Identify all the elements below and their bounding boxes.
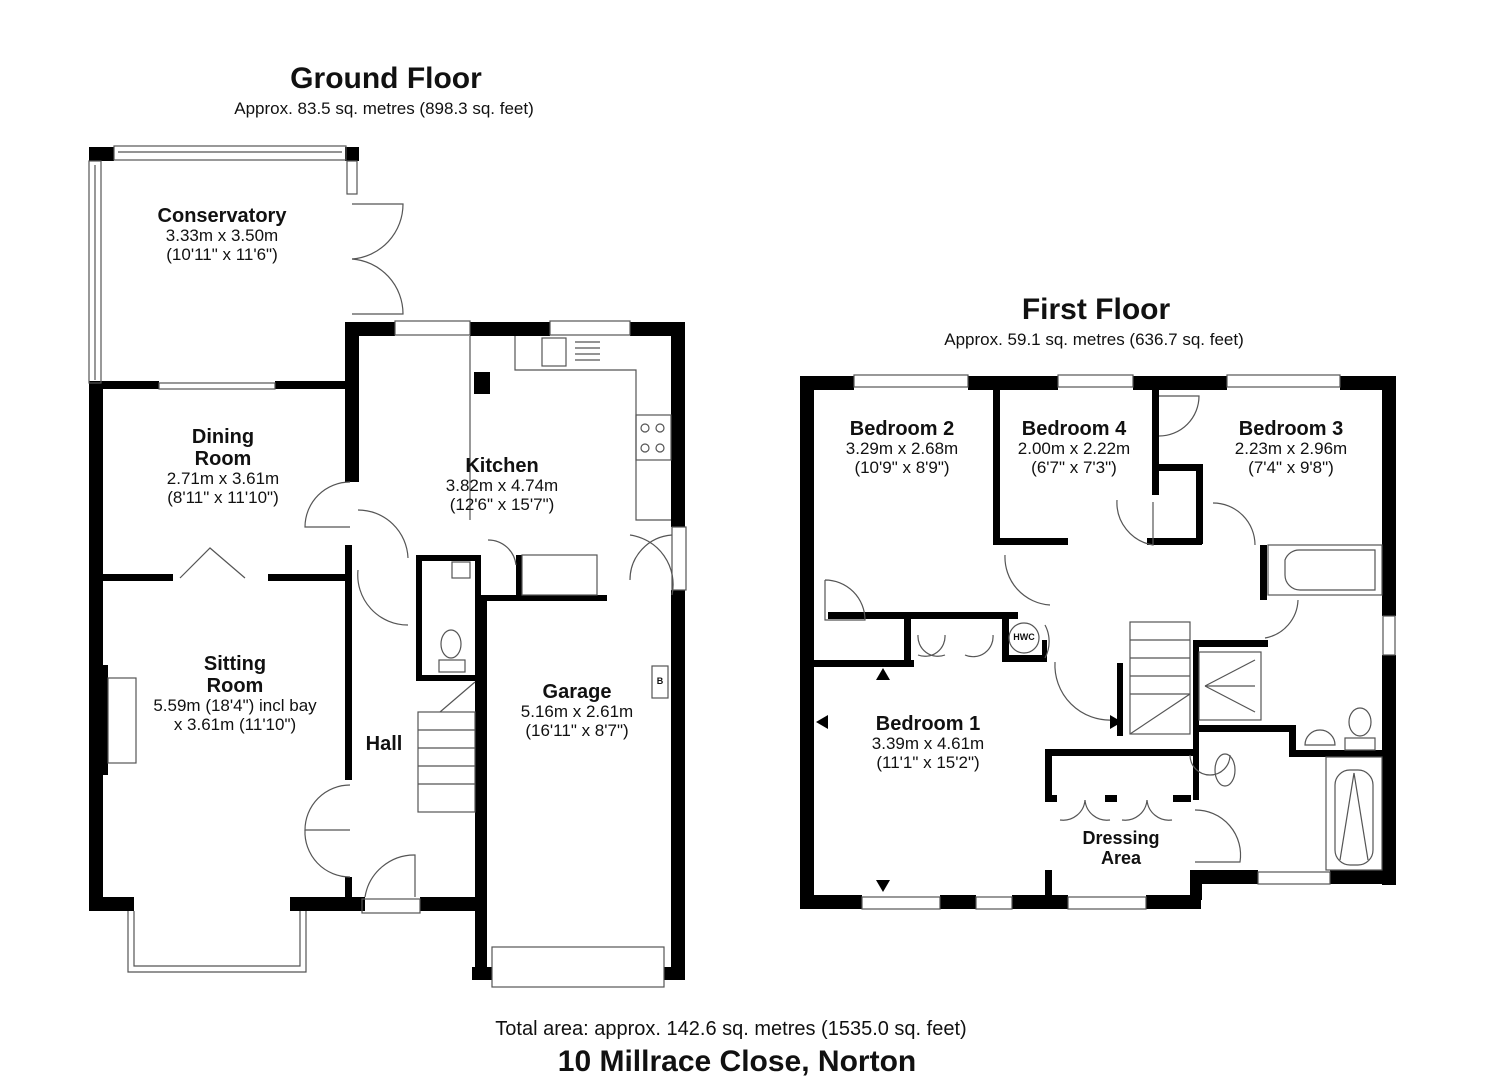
- room-dimensions-length: 5.59m (18'4") incl bay: [153, 696, 317, 715]
- room-dimensions-width: x 3.61m (11'10"): [173, 714, 297, 734]
- room-label-dressing-area: Dressing Area: [1082, 828, 1160, 869]
- room-name: Garage: [542, 681, 612, 703]
- boiler-icon: B: [656, 676, 664, 686]
- room-name: Room: [206, 675, 264, 697]
- room-name: Area: [1100, 847, 1142, 868]
- room-dimensions-metric: 3.33m x 3.50m: [165, 226, 279, 245]
- ground-floor-fixtures: [88, 145, 687, 988]
- room-name: Bedroom 2: [849, 418, 955, 440]
- room-dimensions-metric: 3.82m x 4.74m: [445, 476, 559, 495]
- room-label-conservatory: Conservatory 3.33m x 3.50m (10'11" x 11'…: [158, 205, 287, 264]
- room-dimensions-imperial: (16'11" x 8'7"): [525, 720, 629, 740]
- room-dimensions-metric: 3.39m x 4.61m: [871, 734, 985, 753]
- room-label-dining-room: Dining Room 2.71m x 3.61m (8'11" x 11'10…: [167, 426, 279, 507]
- first-floor-title: First Floor: [1021, 293, 1171, 326]
- room-name: Kitchen: [465, 455, 539, 477]
- room-label-sitting-room: Sitting Room 5.59m (18'4") incl bay x 3.…: [153, 653, 316, 734]
- room-name: Dressing: [1082, 828, 1160, 848]
- first-floor-area: Approx. 59.1 sq. metres (636.7 sq. feet): [944, 330, 1244, 349]
- room-label-bedroom-3: Bedroom 3 2.23m x 2.96m (7'4" x 9'8"): [1235, 418, 1347, 477]
- property-address: 10 Millrace Close, Norton: [557, 1045, 917, 1078]
- total-area: Total area: approx. 142.6 sq. metres (15…: [495, 1018, 967, 1040]
- first-floor-walls: [800, 376, 1396, 909]
- room-dimensions-metric: 5.16m x 2.61m: [520, 702, 634, 721]
- room-dimensions-imperial: (12'6" x 15'7"): [449, 494, 555, 514]
- ground-floor-area: Approx. 83.5 sq. metres (898.3 sq. feet): [234, 99, 534, 118]
- room-label-garage: Garage 5.16m x 2.61m (16'11" x 8'7"): [521, 681, 633, 740]
- ground-floor-title: Ground Floor: [290, 62, 482, 95]
- room-dimensions-metric: 2.00m x 2.22m: [1017, 439, 1131, 458]
- room-dimensions-metric: 2.23m x 2.96m: [1234, 439, 1348, 458]
- room-name: Dining: [191, 426, 255, 448]
- room-name: Bedroom 1: [875, 713, 981, 735]
- room-label-hall: Hall: [365, 733, 403, 755]
- room-name: Sitting: [203, 653, 267, 675]
- room-dimensions-imperial: (7'4" x 9'8"): [1248, 457, 1334, 477]
- room-name: Conservatory: [157, 205, 287, 227]
- first-floor-fixtures: [824, 374, 1396, 910]
- room-label-kitchen: Kitchen 3.82m x 4.74m (12'6" x 15'7"): [446, 455, 558, 514]
- room-dimensions-imperial: (8'11" x 11'10"): [167, 487, 279, 507]
- hot-water-cylinder-icon: HWC: [1013, 632, 1035, 642]
- room-name: Room: [194, 448, 252, 470]
- room-dimensions-imperial: (10'9" x 8'9"): [854, 457, 950, 477]
- room-label-bedroom-4: Bedroom 4 2.00m x 2.22m (6'7" x 7'3"): [1018, 418, 1130, 477]
- room-name: Bedroom 4: [1021, 418, 1127, 440]
- room-name: Bedroom 3: [1238, 418, 1344, 440]
- room-label-bedroom-2: Bedroom 2 3.29m x 2.68m (10'9" x 8'9"): [846, 418, 958, 477]
- ground-floor-walls: [89, 147, 685, 980]
- room-dimensions-imperial: (6'7" x 7'3"): [1031, 457, 1117, 477]
- room-dimensions-imperial: (11'1" x 15'2"): [876, 752, 980, 772]
- room-dimensions-imperial: (10'11" x 11'6"): [166, 244, 278, 264]
- bedroom1-markers: [816, 668, 1122, 892]
- room-label-bedroom-1: Bedroom 1 3.39m x 4.61m (11'1" x 15'2"): [872, 713, 984, 772]
- room-dimensions-metric: 2.71m x 3.61m: [166, 469, 280, 488]
- room-dimensions-metric: 3.29m x 2.68m: [845, 439, 959, 458]
